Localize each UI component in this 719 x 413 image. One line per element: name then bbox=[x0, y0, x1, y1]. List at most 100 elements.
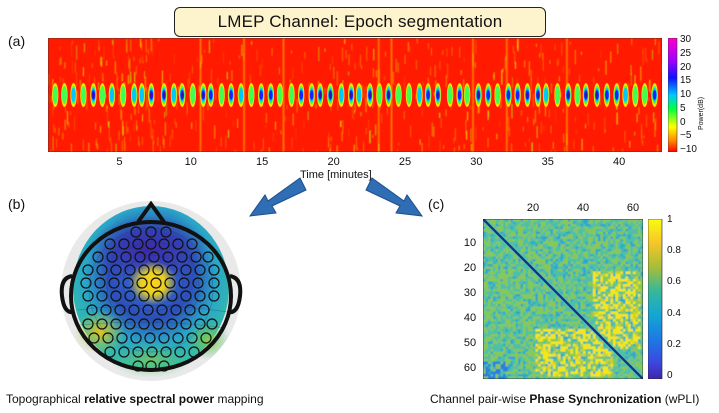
power-colorbar-tick: 20 bbox=[680, 61, 692, 73]
burst bbox=[108, 83, 116, 107]
burst bbox=[524, 83, 531, 107]
matrix-left-tick: 20 bbox=[463, 262, 477, 274]
wpli-matrix bbox=[483, 219, 643, 379]
matrix-left-tick: 50 bbox=[463, 337, 477, 349]
burst bbox=[385, 83, 392, 107]
burst bbox=[276, 83, 284, 107]
burst bbox=[90, 83, 97, 107]
electrode bbox=[152, 290, 164, 302]
burst bbox=[61, 83, 68, 107]
electrode bbox=[186, 238, 198, 250]
power-colorbar-label: Power(dB) bbox=[698, 96, 705, 130]
electrode bbox=[128, 304, 140, 316]
burst bbox=[446, 83, 454, 107]
burst bbox=[554, 83, 561, 107]
electrode bbox=[174, 346, 186, 358]
electrode bbox=[132, 360, 144, 372]
electrode bbox=[164, 277, 176, 289]
electrode bbox=[192, 277, 204, 289]
burst bbox=[189, 83, 196, 107]
burst bbox=[288, 83, 295, 107]
time-tick: 35 bbox=[541, 156, 554, 168]
power-colorbar-tick: 25 bbox=[680, 47, 692, 59]
burst bbox=[485, 83, 492, 107]
power-colorbar-tick: 15 bbox=[680, 75, 692, 87]
electrode bbox=[132, 346, 144, 358]
power-colorbar-tick: 5 bbox=[680, 102, 686, 114]
burst bbox=[565, 83, 572, 107]
wpli-caption: Channel pair-wise Phase Synchronization … bbox=[430, 392, 700, 406]
electrode bbox=[138, 290, 150, 302]
electrode bbox=[132, 238, 144, 250]
electrode bbox=[82, 318, 94, 330]
electrode bbox=[206, 318, 218, 330]
wpli-colorbar-tick: 0.4 bbox=[667, 307, 681, 319]
electrode bbox=[180, 318, 192, 330]
electrode bbox=[180, 290, 192, 302]
burst bbox=[603, 83, 611, 107]
burst bbox=[70, 83, 77, 107]
electrode bbox=[184, 304, 196, 316]
burst bbox=[475, 83, 482, 107]
electrode-markers bbox=[80, 226, 220, 372]
central-power-hotspot bbox=[129, 261, 177, 305]
burst bbox=[258, 83, 265, 107]
wpli-colorbar-tick: 1 bbox=[667, 214, 673, 225]
electrode bbox=[202, 251, 214, 263]
power-colorbar-tick: −5 bbox=[680, 130, 692, 142]
electrode bbox=[156, 304, 168, 316]
time-tick: 20 bbox=[327, 156, 340, 168]
electrode bbox=[160, 346, 172, 358]
wpli-colorbar-tick: 0 bbox=[667, 370, 673, 381]
burst bbox=[424, 83, 432, 107]
matrix-diagonal bbox=[483, 219, 643, 379]
electrode bbox=[162, 251, 174, 263]
matrix-top-tick: 60 bbox=[626, 202, 640, 214]
spectrogram-plot bbox=[48, 38, 662, 152]
burst bbox=[327, 83, 334, 107]
electrode bbox=[186, 332, 198, 344]
time-tick: 15 bbox=[256, 156, 269, 168]
burst bbox=[160, 83, 168, 107]
electrode bbox=[138, 264, 150, 276]
time-tick: 5 bbox=[116, 156, 123, 168]
matrix-left-tick: 30 bbox=[463, 287, 477, 299]
burst bbox=[267, 83, 274, 107]
electrode bbox=[148, 251, 160, 263]
electrode bbox=[145, 360, 157, 372]
matrix-left-tick: 40 bbox=[463, 312, 477, 324]
electrode bbox=[138, 318, 150, 330]
wpli-colorbar-tick: 0.2 bbox=[667, 338, 681, 350]
time-tick: 10 bbox=[184, 156, 197, 168]
matrix-top-tick: 40 bbox=[576, 202, 590, 214]
electrode bbox=[102, 332, 114, 344]
electrode bbox=[176, 251, 188, 263]
burst bbox=[494, 83, 501, 107]
electrode bbox=[118, 346, 130, 358]
electrode bbox=[124, 264, 136, 276]
burst bbox=[80, 83, 87, 107]
electrode bbox=[106, 251, 118, 263]
electrode bbox=[158, 238, 170, 250]
electrode bbox=[124, 318, 136, 330]
electrode bbox=[100, 304, 112, 316]
electrode bbox=[104, 238, 116, 250]
burst bbox=[582, 83, 590, 107]
arrow-to-topography bbox=[248, 177, 307, 217]
electrode bbox=[82, 290, 94, 302]
matrix-cells bbox=[483, 219, 643, 379]
burst bbox=[534, 83, 542, 107]
topography-caption: Topographical relative spectral power ma… bbox=[6, 392, 264, 406]
wpli-colorbar bbox=[648, 219, 663, 379]
electrode bbox=[172, 238, 184, 250]
power-colorbar-tick: 0 bbox=[680, 116, 686, 128]
power-colorbar bbox=[668, 38, 678, 152]
burst bbox=[317, 83, 324, 107]
electrode bbox=[96, 264, 108, 276]
burst bbox=[542, 83, 550, 107]
electrode bbox=[134, 251, 146, 263]
topography-panel bbox=[59, 200, 243, 381]
electrode bbox=[82, 264, 94, 276]
electrode bbox=[172, 332, 184, 344]
electrode bbox=[88, 332, 100, 344]
